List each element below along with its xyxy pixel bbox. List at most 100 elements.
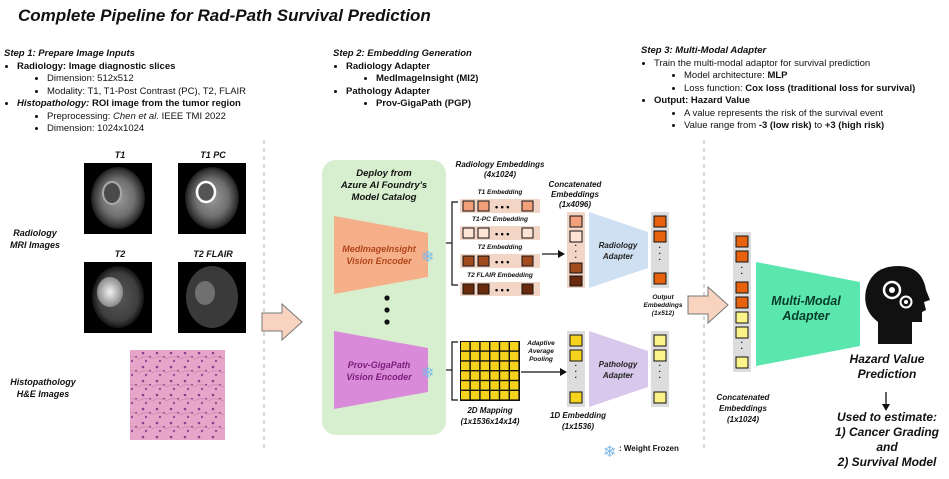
svg-text:·: · <box>659 243 662 252</box>
grid-cell <box>500 371 509 380</box>
dot <box>384 307 390 313</box>
step2-mi2: MedImageInsight (MI2) <box>376 73 583 86</box>
svg-text:• • •: • • • <box>495 229 509 239</box>
step3-output: Output: Hazard Value A value represents … <box>654 95 946 133</box>
range-high: +3 (high risk) <box>824 120 885 131</box>
path-bracket <box>451 341 458 401</box>
flair-embed-label: T2 FLAIR Embedding <box>467 272 533 279</box>
grid-cell <box>490 391 499 400</box>
grid-cell <box>500 342 509 351</box>
he-image <box>130 350 225 440</box>
head-gears-icon <box>865 266 930 344</box>
step2-pathology: Pathology Adapter Prov-GigaPath (PGP) <box>346 86 583 111</box>
t1pc-embed-label: T1-PC Embedding <box>472 216 528 223</box>
hazard-label: Hazard Value Prediction <box>849 352 925 381</box>
output-embed-label: Output Embeddings (1x512) <box>643 294 683 317</box>
svg-text:·: · <box>659 367 662 376</box>
t2flair-label: T2 FLAIR <box>193 249 233 259</box>
grid-cell <box>510 342 519 351</box>
t2-embedding-row: • • • <box>460 254 540 268</box>
grid-cell <box>490 342 499 351</box>
step2-heading: Step 2: Embedding Generation <box>333 48 472 59</box>
grid-cell <box>480 391 489 400</box>
step2-block: Step 2: Embedding Generation Radiology A… <box>333 48 583 111</box>
arch-prefix: Model architecture: <box>684 70 768 81</box>
step1-modality: Modality: T1, T1-Post Contrast (PC), T2,… <box>47 86 334 99</box>
mapping-label: 2D Mapping (1x1536x14x14) <box>460 406 520 426</box>
mri-flair-image <box>178 262 246 333</box>
grid-cell <box>500 381 509 390</box>
dot <box>384 295 390 301</box>
pre-suffix: IEEE TMI 2022 <box>158 110 226 122</box>
final-concat-label: Concatenated Embeddings (1x1024) <box>716 393 770 424</box>
svg-text:·: · <box>659 249 662 258</box>
down-arrowhead <box>882 404 890 411</box>
grid-cell <box>510 351 519 361</box>
svg-text:·: · <box>659 361 662 370</box>
svg-text:·: · <box>659 373 662 382</box>
grid-cell <box>510 371 519 380</box>
grid-cell <box>500 351 509 361</box>
step1-histo-text: ROI image from the tumor region <box>89 98 241 109</box>
dot <box>384 319 390 325</box>
grid-cell <box>480 351 489 361</box>
step1-dimension-path: Dimension: 1024x1024 <box>47 123 334 136</box>
grid-cell <box>461 371 470 380</box>
arch-value: MLP <box>767 70 788 81</box>
radiology-mri-label: Radiology MRI Images <box>9 228 60 250</box>
grid-cell <box>470 361 480 370</box>
rad-adapter-shape <box>589 212 648 288</box>
deploy-title: Deploy from Azure AI Foundry's Model Cat… <box>340 168 428 203</box>
pool-arrowhead <box>560 368 567 376</box>
path-adapter-shape <box>589 331 648 407</box>
t1pc-label: T1 PC <box>200 150 226 160</box>
grid-cell <box>480 371 489 380</box>
grid-cell <box>510 391 519 400</box>
svg-text:·: · <box>575 241 578 250</box>
page-title: Complete Pipeline for Rad-Path Survival … <box>18 6 431 25</box>
pgp-encoder-shape <box>334 331 428 409</box>
svg-text:·: · <box>741 344 744 353</box>
mi2-encoder-shape <box>334 216 428 294</box>
final-concat-column: · · · · <box>733 232 751 372</box>
step3-train-text: Train the multi-modal adaptor for surviv… <box>654 57 871 69</box>
step1-preprocessing: Preprocessing: Chen et al. IEEE TMI 2022 <box>47 111 334 124</box>
step1-radiology-label: Radiology: <box>17 60 67 72</box>
histo-he-label: Histopathology H&E Images <box>10 377 76 399</box>
step1-histo-label: Histopathology: <box>17 98 90 109</box>
pgp-2d-grid <box>460 341 520 401</box>
svg-text:·: · <box>741 263 744 272</box>
step3-block: Step 3: Multi-Modal Adapter Train the mu… <box>641 45 946 133</box>
grid-cell <box>461 391 470 400</box>
grid-cell <box>470 371 480 380</box>
grid-cell <box>470 342 480 351</box>
range-mid: to <box>811 120 825 131</box>
grid-cell <box>480 381 489 390</box>
snowflake-icon: ❄ <box>421 365 434 382</box>
svg-text:• • •: • • • <box>495 257 509 267</box>
step2-path-label: Pathology Adapter <box>346 85 431 97</box>
t1-label: T1 <box>114 150 126 160</box>
mri-t1pc-image <box>178 163 246 234</box>
step3-loss: Loss function: Cox loss (traditional los… <box>684 83 946 96</box>
mm-adapter-shape <box>756 262 860 366</box>
svg-text:·: · <box>575 361 578 370</box>
grid-cell <box>461 342 470 351</box>
fusion-arrow <box>687 285 729 325</box>
mri-t2-image <box>84 262 152 333</box>
snowflake-icon: ❄ <box>603 444 616 461</box>
step3-range: Value range from -3 (low risk) to +3 (hi… <box>684 120 946 133</box>
mi2-encoder-label: MedImageInsight Vision Encoder <box>342 244 416 266</box>
step3-arch: Model architecture: MLP <box>684 70 946 83</box>
range-prefix: Value range from <box>684 120 759 131</box>
grid-cell <box>490 351 499 361</box>
used-to-label: Used to estimate: 1) Cancer Grading and … <box>834 410 940 469</box>
grid-cell <box>461 361 470 370</box>
step1-dimension-rad: Dimension: 512x512 <box>47 73 334 86</box>
grid-cell <box>510 361 519 370</box>
grid-cell <box>500 361 509 370</box>
t2-label: T2 <box>114 249 126 259</box>
grid-cell <box>470 381 480 390</box>
step1-radiology-item: Radiology: Image diagnostic slices Dimen… <box>17 61 334 99</box>
